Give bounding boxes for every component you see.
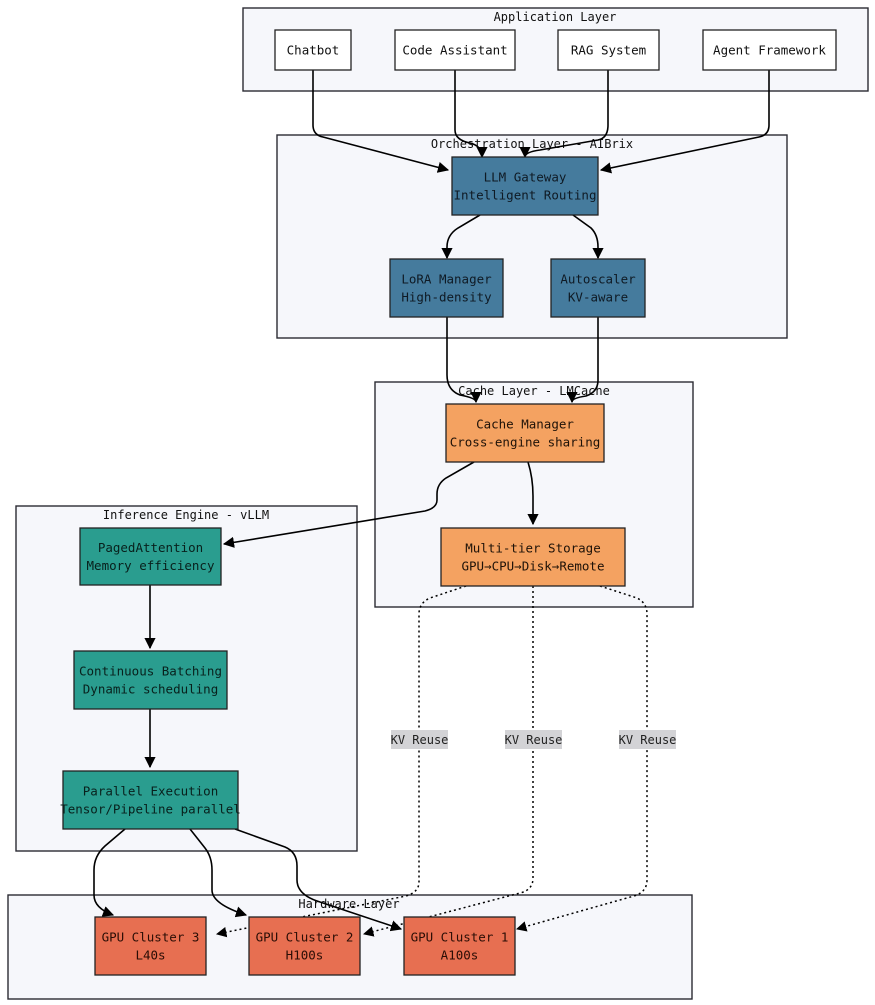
edge-storage-gpu1: [515, 585, 648, 932]
gpu-cluster-3-node: GPU Cluster 3 L40s: [94, 916, 207, 976]
code-assistant-node-title: Code Assistant: [402, 43, 507, 58]
edge-parallel-gpu3: [93, 828, 126, 917]
edge-lora-cache-manager: [446, 317, 482, 404]
edge-storage-gpu3: [215, 585, 467, 938]
kv-reuse-label: KV Reuse: [391, 733, 449, 747]
edge-gateway-autoscaler: [572, 214, 604, 260]
edge-parallel-gpu2: [189, 828, 248, 918]
chatbot-node-box: [274, 29, 352, 71]
agent-framework-node: Agent Framework: [702, 29, 837, 71]
paged-attention-node-subtitle: Memory efficiency: [87, 558, 215, 573]
gpu-cluster-2-node-subtitle: H100s: [286, 948, 324, 963]
continuous-batching-node-subtitle: Dynamic scheduling: [83, 682, 218, 697]
edge-parallel-gpu1: [234, 828, 403, 932]
gpu-cluster-2-node: GPU Cluster 2 H100s: [248, 916, 361, 976]
edge-storage-gpu2: [362, 586, 534, 937]
gpu-cluster-3-node-box: [94, 916, 207, 976]
application-layer-title: Application Layer: [494, 10, 617, 24]
code-assistant-node-box: [394, 29, 516, 71]
paged-attention-node-title: PagedAttention: [98, 540, 203, 555]
hardware-layer-title: Hardware Layer: [298, 897, 399, 911]
llm-gateway-node-subtitle: Intelligent Routing: [454, 188, 597, 203]
edge-cache-manager-storage: [527, 461, 539, 526]
gpu-cluster-3-node-subtitle: L40s: [135, 948, 165, 963]
edges: [93, 70, 770, 938]
code-assistant-node: Code Assistant: [394, 29, 516, 71]
cache-manager-node-subtitle: Cross-engine sharing: [450, 435, 601, 450]
edge-autoscaler-cache-manager: [566, 317, 599, 404]
edge-label-kv-reuse-1: KV Reuse: [391, 730, 449, 749]
gpu-cluster-1-node-subtitle: A100s: [441, 948, 479, 963]
parallel-execution-node-title: Parallel Execution: [83, 784, 218, 799]
gpu-cluster-1-node: GPU Cluster 1 A100s: [403, 916, 516, 976]
inference-layer-title: Inference Engine - vLLM: [103, 508, 269, 522]
cache-manager-node-box: [445, 403, 605, 463]
gpu-cluster-2-node-title: GPU Cluster 2: [256, 930, 354, 945]
lora-manager-node-title: LoRA Manager: [401, 272, 492, 287]
rag-system-node-title: RAG System: [571, 43, 646, 58]
multi-tier-storage-node-title: Multi-tier Storage: [465, 541, 600, 556]
edge-label-kv-reuse-2: KV Reuse: [505, 730, 563, 749]
multi-tier-storage-node-box: [440, 527, 626, 587]
autoscaler-node-title: Autoscaler: [560, 272, 636, 287]
kv-reuse-label: KV Reuse: [505, 733, 563, 747]
edge-agent-gateway: [599, 70, 770, 174]
agent-framework-node-box: [702, 29, 837, 71]
edge-chatbot-gateway: [312, 70, 450, 173]
agent-framework-node-title: Agent Framework: [713, 43, 826, 58]
llm-gateway-node-title: LLM Gateway: [484, 170, 567, 185]
chatbot-node: Chatbot: [274, 29, 352, 71]
gpu-cluster-3-node-title: GPU Cluster 3: [102, 930, 200, 945]
cache-manager-node-title: Cache Manager: [476, 417, 574, 432]
gpu-cluster-1-node-title: GPU Cluster 1: [411, 930, 509, 945]
chatbot-node-title: Chatbot: [287, 43, 340, 58]
continuous-batching-node-box: [73, 650, 228, 710]
edge-cache-manager-pagedattention: [222, 461, 475, 548]
paged-attention-node-box: [79, 527, 222, 586]
gpu-cluster-2-node-box: [248, 916, 361, 976]
rag-system-node-box: [557, 29, 660, 71]
llm-gateway-node-box: [451, 156, 599, 216]
edge-gateway-lora: [441, 214, 481, 260]
lora-manager-node-subtitle: High-density: [401, 290, 492, 305]
autoscaler-node-box: [550, 258, 646, 318]
multi-tier-storage-node-subtitle: GPU→CPU→Disk→Remote: [462, 559, 605, 574]
parallel-execution-node-subtitle: Tensor/Pipeline parallel: [60, 802, 241, 817]
kv-reuse-label: KV Reuse: [619, 733, 677, 747]
gpu-cluster-1-node-box: [403, 916, 516, 976]
edge-code-assistant-gateway: [454, 70, 488, 159]
parallel-execution-node-box: [62, 770, 239, 830]
edge-rag-gateway: [519, 70, 609, 159]
lora-manager-node-box: [389, 258, 504, 318]
continuous-batching-node-title: Continuous Batching: [79, 664, 222, 679]
autoscaler-node-subtitle: KV-aware: [568, 290, 628, 305]
nodes: Chatbot Code Assistant RAG System Agent Fra…: [60, 29, 837, 976]
edge-label-kv-reuse-3: KV Reuse: [619, 730, 677, 749]
rag-system-node: RAG System: [557, 29, 660, 71]
